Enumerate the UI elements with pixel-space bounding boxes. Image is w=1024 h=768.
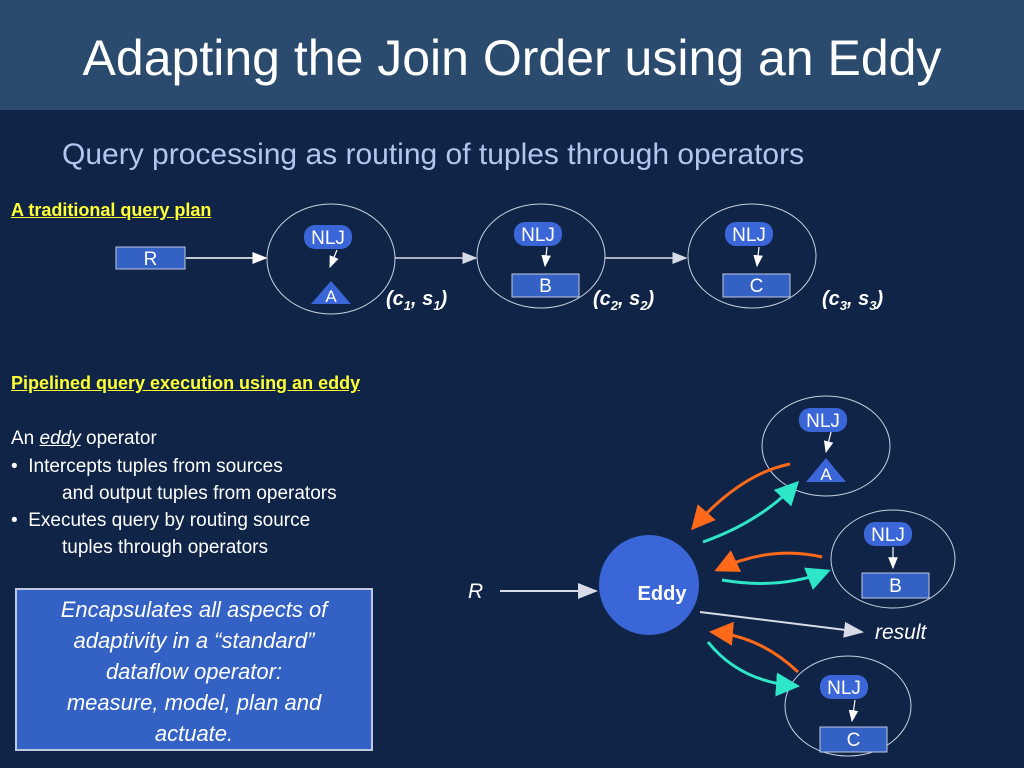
eddy-c-input-label: C bbox=[847, 730, 861, 751]
eddy-operator-c: NLJ C bbox=[784, 655, 912, 757]
route-c-to-eddy bbox=[709, 621, 800, 674]
trad-a-nlj-label: NLJ bbox=[311, 228, 345, 249]
bullet-2-marker: • bbox=[11, 510, 18, 531]
route-eddy-to-c bbox=[706, 641, 800, 697]
bullet-1-line-2: and output tuples from operators bbox=[62, 483, 337, 504]
callout-line: Encapsulates all aspects of bbox=[60, 597, 328, 622]
callout-line: dataflow operator: bbox=[105, 659, 283, 684]
slide-subtitle: Query processing as routing of tuples th… bbox=[62, 138, 805, 171]
bullet-2-line-1: • Executes query by routing source bbox=[11, 510, 310, 532]
trad-b-input-label: B bbox=[539, 276, 552, 297]
cost-selectivity-1: (c1, s1) bbox=[386, 288, 448, 313]
trad-c-input-label: C bbox=[750, 276, 764, 297]
bullet-1-marker: • bbox=[11, 456, 18, 477]
bullet-2-line-2: tuples through operators bbox=[62, 537, 268, 558]
callout-box: Encapsulates all aspects of adaptivity i… bbox=[15, 588, 373, 751]
bullet-1-text: Intercepts tuples from sources bbox=[28, 456, 283, 477]
slide-title: Adapting the Join Order using an Eddy bbox=[82, 30, 942, 86]
callout-line: measure, model, plan and bbox=[66, 690, 322, 715]
eddy-intro-prefix: An bbox=[11, 428, 40, 449]
eddy-intro-suffix: operator bbox=[80, 428, 157, 449]
eddy-result-arrow bbox=[699, 611, 864, 638]
trad-operator-a: NLJ A bbox=[266, 203, 396, 315]
eddy-intro-word: eddy bbox=[39, 428, 81, 449]
eddy-label: Eddy bbox=[638, 583, 688, 605]
bullet-1-line-1: • Intercepts tuples from sources bbox=[11, 456, 283, 478]
eddy-node: Eddy bbox=[599, 535, 699, 635]
eddy-a-input-label: A bbox=[820, 465, 832, 484]
route-b-to-eddy bbox=[714, 550, 823, 572]
callout-line: actuate. bbox=[154, 721, 234, 746]
trad-b-nlj-label: NLJ bbox=[521, 225, 555, 246]
eddy-a-nlj-label: NLJ bbox=[806, 411, 840, 432]
callout-line: adaptivity in a “standard” bbox=[73, 628, 315, 653]
trad-source-r: R bbox=[115, 246, 186, 270]
eddy-operator-b: NLJ B bbox=[830, 509, 956, 609]
route-eddy-to-b bbox=[721, 567, 831, 590]
route-eddy-to-a bbox=[702, 480, 800, 544]
bullet-2-text: Executes query by routing source bbox=[28, 510, 311, 531]
eddy-execution-heading: Pipelined query execution using an eddy bbox=[11, 373, 361, 393]
eddy-c-nlj-label: NLJ bbox=[827, 678, 861, 699]
trad-a-input-label: A bbox=[325, 287, 337, 306]
trad-operator-c: NLJ C bbox=[687, 203, 817, 309]
eddy-operator-a: NLJ A bbox=[761, 395, 891, 497]
cost-selectivity-2: (c2, s2) bbox=[593, 288, 655, 313]
eddy-input-r: R bbox=[468, 580, 483, 603]
trad-c-nlj-label: NLJ bbox=[732, 225, 766, 246]
eddy-b-input-label: B bbox=[889, 576, 902, 597]
trad-source-r-label: R bbox=[144, 249, 158, 270]
eddy-result-label: result bbox=[875, 621, 928, 644]
eddy-b-nlj-label: NLJ bbox=[871, 525, 905, 546]
eddy-intro: An eddy operator bbox=[11, 428, 157, 450]
traditional-plan-heading: A traditional query plan bbox=[11, 200, 212, 220]
title-bar bbox=[0, 0, 1024, 110]
trad-operator-b: NLJ B bbox=[476, 203, 606, 309]
route-a-to-eddy bbox=[691, 462, 791, 531]
cost-selectivity-3: (c3, s3) bbox=[822, 288, 884, 313]
